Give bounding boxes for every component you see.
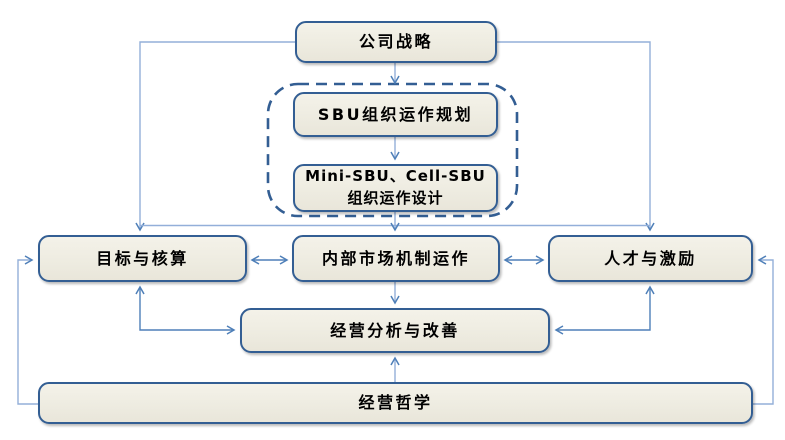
arrow-strategy-to-goals: [135, 41, 295, 232]
arrow-philosophy-to-talent: [753, 255, 774, 405]
arrow-strategy-to-talent: [497, 41, 655, 232]
node-analysis-improvement: 经营分析与改善: [240, 308, 550, 353]
node-talent-incentives: 人才与激励: [548, 235, 753, 282]
arrow-talent-analysis-bidirectional: [554, 285, 655, 335]
node-mini-cell-sbu-design: Mini-SBU、Cell-SBU 组织运作设计: [293, 164, 498, 212]
arrow-goals-analysis-bidirectional: [135, 285, 236, 335]
node-philosophy: 经营哲学: [38, 382, 753, 424]
node-sbu-planning: SBU组织运作规划: [293, 92, 498, 137]
node-internal-market: 内部市场机制运作: [292, 235, 500, 282]
arrow-philosophy-to-goals: [17, 255, 38, 405]
node-company-strategy: 公司战略: [295, 21, 497, 63]
node-goals-accounting: 目标与核算: [38, 235, 247, 282]
